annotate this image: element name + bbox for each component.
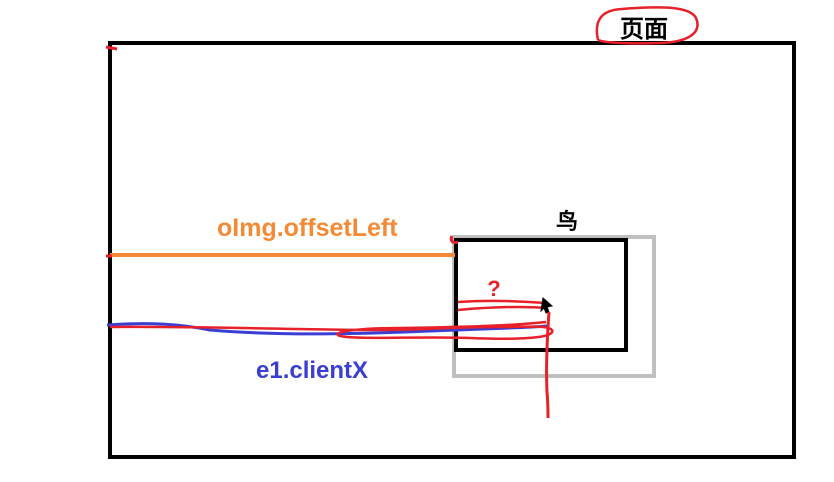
offset-left-end-mark bbox=[449, 235, 459, 244]
corner-tick bbox=[105, 45, 118, 51]
question-bracket bbox=[457, 299, 549, 312]
cursor-vertical-line bbox=[545, 311, 551, 419]
client-x-label: e1.clientX bbox=[256, 357, 368, 384]
page-frame bbox=[108, 41, 796, 459]
cursor-icon bbox=[540, 297, 554, 314]
page-label-circle bbox=[595, 6, 699, 45]
client-x-red-scribble bbox=[109, 320, 554, 340]
bird-box bbox=[454, 238, 628, 352]
offset-left-label: oImg.offsetLeft bbox=[217, 214, 398, 242]
question-mark: ? bbox=[487, 276, 500, 301]
client-x-line bbox=[106, 322, 549, 336]
page-label: 页面 bbox=[620, 16, 668, 43]
bird-label: 鸟 bbox=[556, 209, 578, 234]
